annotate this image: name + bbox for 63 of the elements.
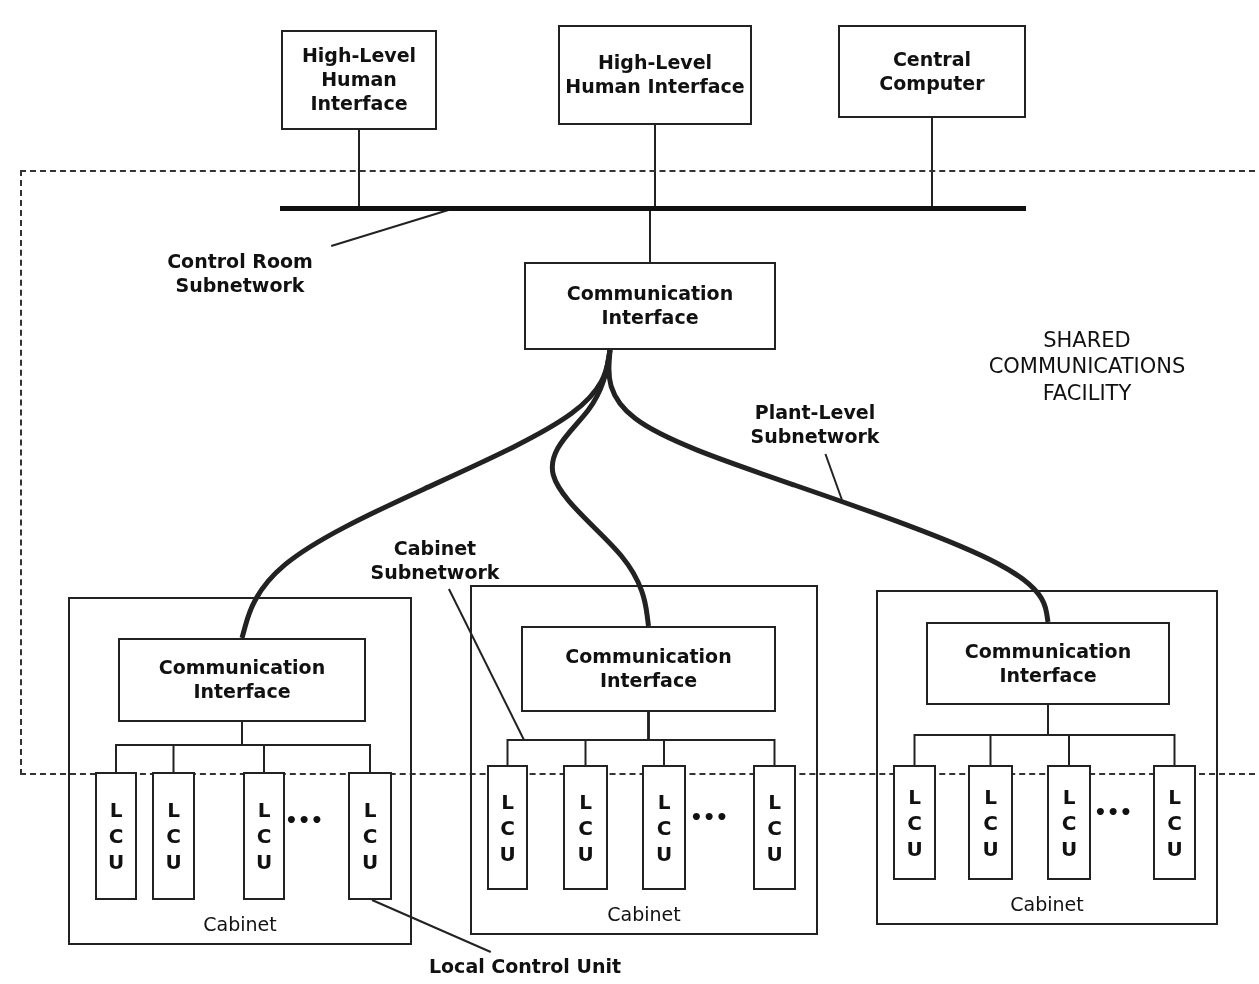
connector bbox=[649, 210, 651, 263]
box-label: Cabinet bbox=[606, 903, 682, 927]
process-box bbox=[524, 262, 776, 350]
box-label: LCU bbox=[254, 797, 274, 875]
box-label: Communication Interface bbox=[565, 282, 735, 330]
box-label: LCU bbox=[1059, 783, 1079, 862]
unit-box bbox=[348, 772, 392, 900]
unit-box bbox=[1153, 765, 1196, 880]
process-box bbox=[118, 638, 366, 722]
connector bbox=[1047, 704, 1176, 766]
unit-box bbox=[642, 765, 686, 890]
cabinet-box bbox=[68, 597, 412, 945]
connector bbox=[654, 124, 656, 207]
box-label: LCU bbox=[498, 788, 517, 867]
ellipsis-mark: ••• bbox=[1094, 800, 1133, 824]
box-label: SHARED COMMUNICATIONS FACILITY bbox=[987, 327, 1187, 406]
box-label: Cabinet bbox=[202, 913, 278, 937]
box-label: LCU bbox=[106, 797, 126, 875]
leader-line bbox=[371, 899, 492, 953]
process-box bbox=[838, 25, 1026, 118]
unit-box bbox=[753, 765, 796, 890]
box-label: Cabinet bbox=[1009, 893, 1085, 917]
process-box bbox=[926, 622, 1170, 705]
box-label: LCU bbox=[765, 788, 784, 867]
unit-box bbox=[95, 772, 137, 900]
connector bbox=[931, 117, 933, 207]
box-label: High-Level Human Interface bbox=[300, 44, 418, 116]
box-label: LCU bbox=[576, 788, 595, 867]
leader-line bbox=[447, 588, 525, 741]
connector bbox=[647, 711, 776, 766]
ellipsis-mark: ••• bbox=[285, 808, 324, 832]
unit-box bbox=[487, 765, 528, 890]
cabinet-box bbox=[876, 590, 1218, 925]
cabinet-box bbox=[470, 585, 818, 935]
box-label: LCU bbox=[905, 783, 924, 862]
ellipsis-mark: ••• bbox=[690, 805, 729, 829]
box-label: Communication Interface bbox=[157, 656, 327, 704]
box-label: LCU bbox=[164, 797, 183, 875]
process-box bbox=[281, 30, 437, 130]
box-label: Cabinet Subnetwork bbox=[369, 537, 501, 585]
box-label: LCU bbox=[981, 783, 1000, 862]
connector bbox=[606, 349, 1051, 623]
process-box bbox=[521, 626, 776, 712]
box-label: Central Computer bbox=[878, 47, 986, 96]
box-label: LCU bbox=[360, 797, 380, 875]
process-box bbox=[558, 25, 752, 125]
unit-box bbox=[1047, 765, 1091, 880]
box-label: LCU bbox=[1165, 783, 1184, 862]
unit-box bbox=[893, 765, 936, 880]
bus-bar bbox=[280, 206, 1026, 211]
connector bbox=[358, 129, 360, 207]
box-label: Local Control Unit bbox=[428, 955, 622, 979]
unit-box bbox=[968, 765, 1013, 880]
unit-box bbox=[152, 772, 195, 900]
box-label: Control Room Subnetwork bbox=[166, 250, 314, 298]
unit-box bbox=[243, 772, 285, 900]
leader-line bbox=[824, 453, 843, 501]
box-label: LCU bbox=[654, 788, 674, 867]
box-label: Communication Interface bbox=[564, 645, 733, 693]
box-label: Communication Interface bbox=[963, 639, 1133, 688]
unit-box bbox=[563, 765, 608, 890]
box-label: Plant-Level Subnetwork bbox=[749, 401, 881, 449]
box-label: High-Level Human Interface bbox=[564, 51, 746, 99]
